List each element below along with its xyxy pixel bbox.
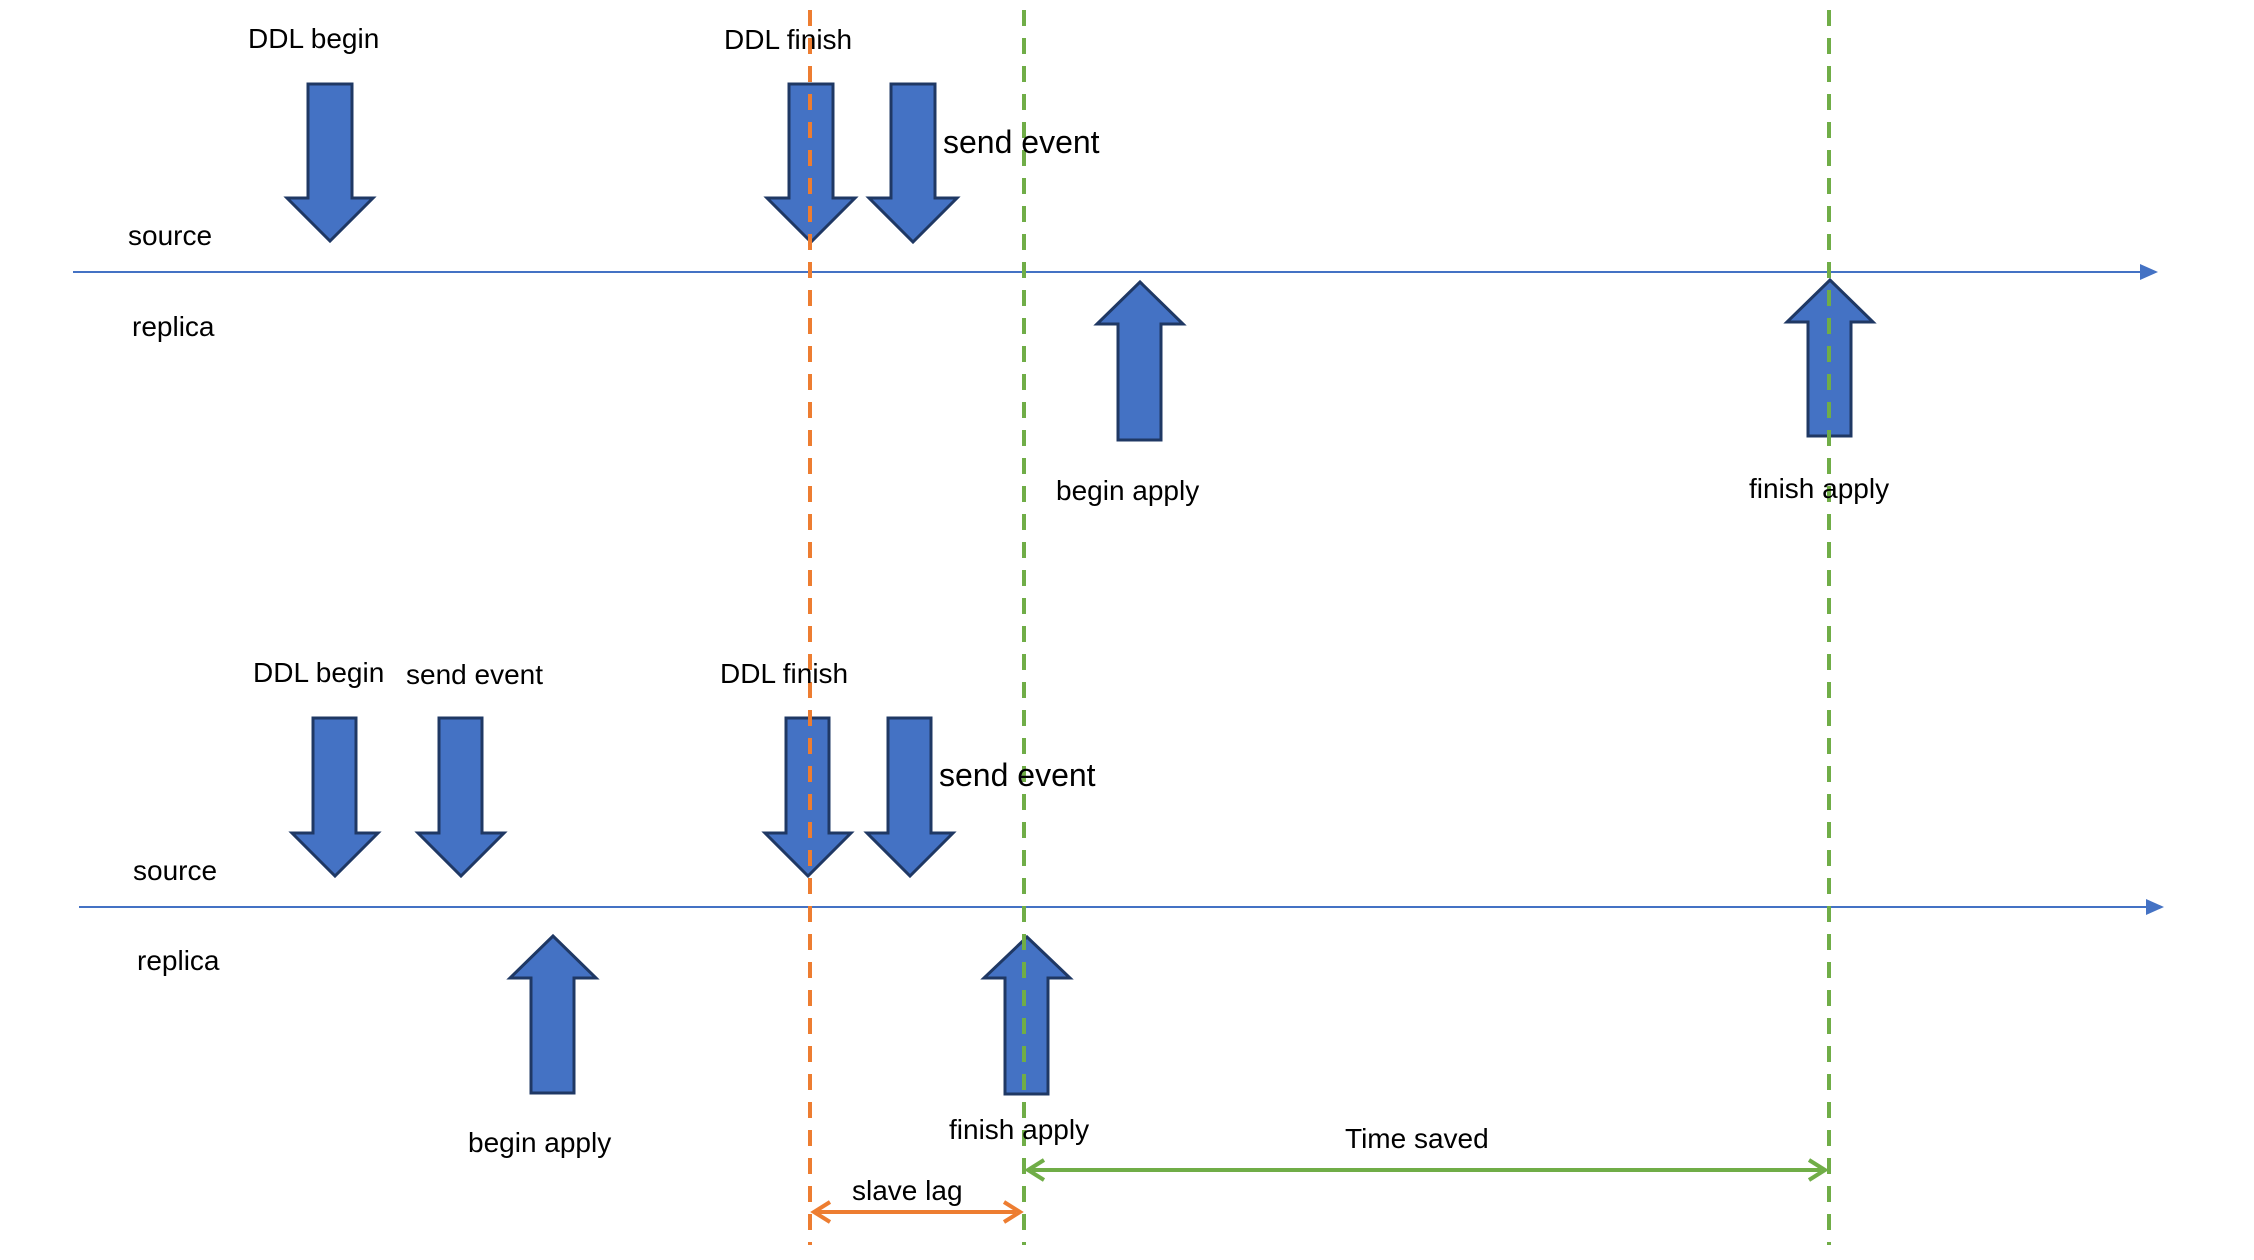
bottom-replica-label: replica (137, 945, 220, 976)
slave-lag-label: slave lag (852, 1175, 963, 1206)
bottom-send-event-label: send event (939, 757, 1096, 793)
top-send-event-label: send event (943, 124, 1100, 160)
bottom-finish-apply-arrow (980, 934, 1074, 1096)
slave-lag-left-arrowhead (810, 1200, 832, 1224)
bottom-send-event-arrow (863, 716, 957, 879)
top-begin-apply-label: begin apply (1056, 475, 1199, 506)
bottom-send-event-early-label: send event (406, 659, 543, 690)
time-saved-label: Time saved (1345, 1123, 1489, 1154)
bottom-ddl-finish-label: DDL finish (720, 658, 848, 689)
bottom-send-event-early-arrow (414, 716, 508, 879)
bottom-finish-apply-label: finish apply (949, 1114, 1089, 1145)
top-source-label: source (128, 220, 212, 251)
bottom-ddl-begin-arrow (288, 716, 382, 879)
bottom-timeline-arrowhead (2146, 899, 2164, 915)
top-ddl-begin-arrow (283, 82, 377, 244)
top-begin-apply-arrow (1093, 279, 1187, 442)
top-finish-apply-label: finish apply (1749, 473, 1889, 504)
bottom-ddl-begin-label: DDL begin (253, 657, 384, 688)
top-ddl-finish-label: DDL finish (724, 24, 852, 55)
bottom-begin-apply-label: begin apply (468, 1127, 611, 1158)
top-replica-label: replica (132, 311, 215, 342)
bottom-source-label: source (133, 855, 217, 886)
top-send-event-arrow (865, 82, 961, 245)
time-saved-left-arrowhead (1024, 1158, 1046, 1182)
top-ddl-begin-label: DDL begin (248, 23, 379, 54)
time-saved-right-arrowhead (1807, 1158, 1829, 1182)
bottom-begin-apply-arrow (506, 933, 600, 1095)
top-timeline-arrowhead (2140, 264, 2158, 280)
slave-lag-right-arrowhead (1002, 1200, 1024, 1224)
